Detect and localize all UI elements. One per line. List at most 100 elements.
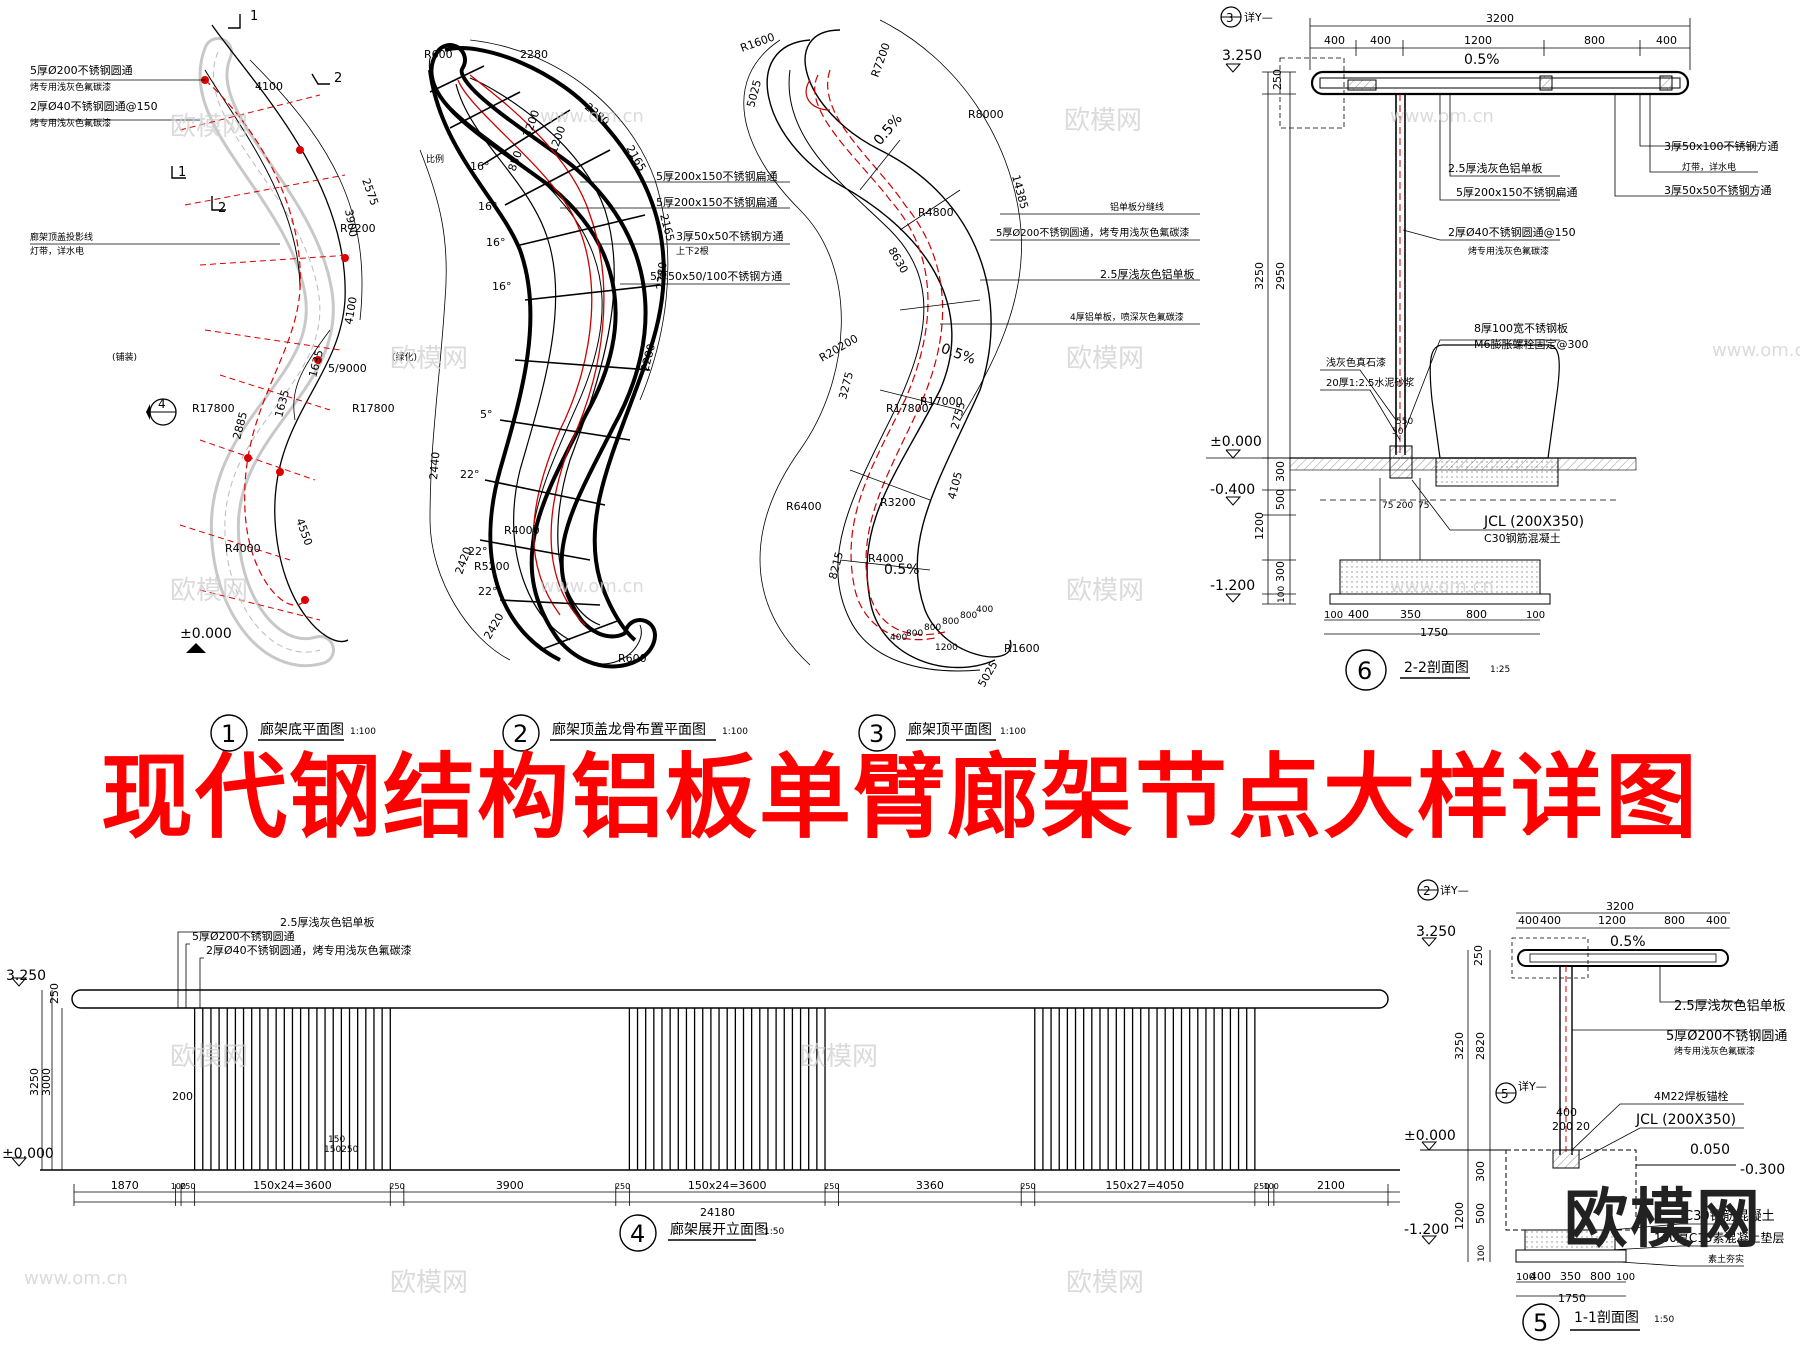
p2-dim: R600 [618,652,647,665]
p4-caption-no: 4 [630,1220,645,1248]
p3-label: 铝单板分缝线 [1110,201,1164,213]
p5-level: ±0.000 [1404,1128,1456,1144]
p5-vdim: 300 [1474,1161,1487,1182]
p3-dim: 3275 [836,370,856,400]
p3-dim: R4800 [918,206,954,219]
p5-detail: 详Y— [1440,883,1469,897]
p3-label: 5厚Ø200不锈钢圆通，烤专用浅灰色氟碳漆 [996,226,1189,239]
p1-dim: 2575 [359,177,381,208]
p4-small: 150250 [324,1145,359,1155]
p6-label-l: C30钢筋混凝土 [1484,531,1561,545]
segment-label: 1870 [111,1179,139,1192]
p6-label-m: 烤专用浅灰色氟碳漆 [1468,245,1549,257]
p6-label-l: M6膨胀螺栓固定@300 [1474,337,1589,351]
p6-top-dim: 3200 [1486,12,1514,25]
p6-level: 3.250 [1222,48,1262,64]
p1-dim: 4100 [255,80,283,93]
p3-dim: R3200 [880,496,916,509]
p6-label-r: 3厚50x50不锈钢方通 [1664,183,1772,197]
p4-label: 2.5厚浅灰色铝单板 [280,915,375,929]
p6-label-l: JCL (200X350) [1483,514,1584,530]
p5-top-dim: 400 [1518,914,1539,927]
segment-label: 2100 [1317,1179,1345,1192]
p2-angle: 16° [492,280,512,293]
captions-row: 1 廊架底平面图 1:100 2 廊架顶盖龙骨布置平面图 1:100 3 廊架顶… [210,714,1026,752]
p5-level: -0.300 [1740,1162,1785,1178]
p1-caption-scale: 1:100 [350,727,376,737]
p5-label: 烤专用浅灰色氟碳漆 [1674,1045,1755,1057]
p2-dim: 2420 [481,611,506,642]
segment-label: 150x24=3600 [688,1179,767,1192]
p1-dim: R17800 [352,402,395,415]
p2-dim: 2280 [520,48,548,61]
p6-index: 3 [1226,11,1234,25]
p1-level: ±0.000 [180,626,232,642]
p2-label: 3厚50x50不锈钢方通 [676,229,784,243]
p6-vdim: 3250 [1253,262,1266,290]
p3-dim: R17000 [920,395,963,408]
p2-label: 比例 [426,153,444,165]
p6-vdim: 2950 [1274,262,1287,290]
p4-total: 24180 [700,1206,735,1219]
p3-dim: 400 [976,605,993,615]
segment-label: 250 [824,1182,839,1191]
watermark-brand: 欧模网 [1066,1268,1145,1298]
p3-dim: 800 [924,623,941,633]
p1-section: 1 [178,165,186,180]
p2-label: 上下2根 [676,245,709,257]
p5-vdim: 1200 [1453,1202,1466,1230]
p1-label: 廊架顶盖投影线 [30,231,93,243]
p1-label: 烤专用浅灰色氟碳漆 [30,117,111,129]
elevation-text: 2.5厚浅灰色铝单板 5厚Ø200不锈钢圆通 2厚Ø40不锈钢圆通，烤专用浅灰色… [2,915,1345,1248]
p4-vdim: 3250 [28,1068,41,1096]
section-1-1-text: 2 详Y— 3200 400 400 1200 800 400 0.5% 2.5… [1404,883,1787,1337]
p2-angle: 16° [486,236,506,249]
watermark-brand: 欧模网 [170,112,249,142]
p3-dim: R7200 [869,41,893,79]
p5-bdim: 800 [1590,1270,1611,1283]
p3-caption-title: 廊架顶平面图 [908,721,992,738]
watermark-brand: 欧模网 [800,1042,879,1072]
watermark-brand: 欧模网 [170,1042,249,1072]
watermark-site: www.om.cn [540,576,644,597]
p1-label: (铺装) [112,351,137,363]
p4-level: ±0.000 [2,1146,54,1162]
p1-section: 2 [218,201,226,216]
p6-small: 75 [1418,501,1429,511]
p1-dim: 5/9000 [328,362,367,375]
section-1-1 [1417,879,1744,1341]
segment-label: 100 [1264,1182,1279,1191]
p5-label: 素土夯实 [1708,1253,1744,1265]
p5-slope: 0.5% [1610,934,1646,950]
p6-label-m: 2厚Ø40不锈钢圆通@150 [1448,226,1576,239]
p3-caption-scale: 1:100 [1000,727,1026,737]
p2-angle: 22° [478,585,498,598]
p2-angle: 16° [478,200,498,213]
segment-label: 250 [180,1182,195,1191]
p4-label: 2厚Ø40不锈钢圆通，烤专用浅灰色氟碳漆 [206,943,412,957]
p6-small: 75 [1382,501,1393,511]
p5-vdim: 100 [1477,1245,1487,1262]
p3-dim: 14385 [1009,173,1031,210]
p6-detail: 详Y— [1244,10,1273,24]
plan-bottom [30,14,363,667]
p3-label: 4厚铝单板，喷深灰色氟碳漆 [1070,311,1184,323]
p4-vdim: 200 [172,1090,193,1103]
p6-label-m: 5厚200x150不锈钢扁通 [1456,186,1578,199]
p5-level: -1.200 [1404,1222,1449,1238]
p3-dim: 5025 [744,78,764,108]
p1-label: 灯带，详水电 [30,245,84,257]
p3-dim: 5025 [975,659,1000,690]
segment-label: 250 [389,1182,404,1191]
p2-caption-no: 2 [513,720,528,748]
p1-dim: R7200 [340,222,376,235]
p5-level: 0.050 [1690,1142,1730,1158]
p6-bdim: 100 [1324,610,1343,621]
plan-framing [419,39,790,669]
p6-bdim: 350 [1400,608,1421,621]
p2-dim: 2280 [654,261,669,290]
p6-level: -1.200 [1210,578,1255,594]
p4-vdim: 250 [48,983,61,1004]
p6-caption-title: 2-2剖面图 [1404,660,1469,676]
p5-bdim: 400 [1530,1270,1551,1283]
